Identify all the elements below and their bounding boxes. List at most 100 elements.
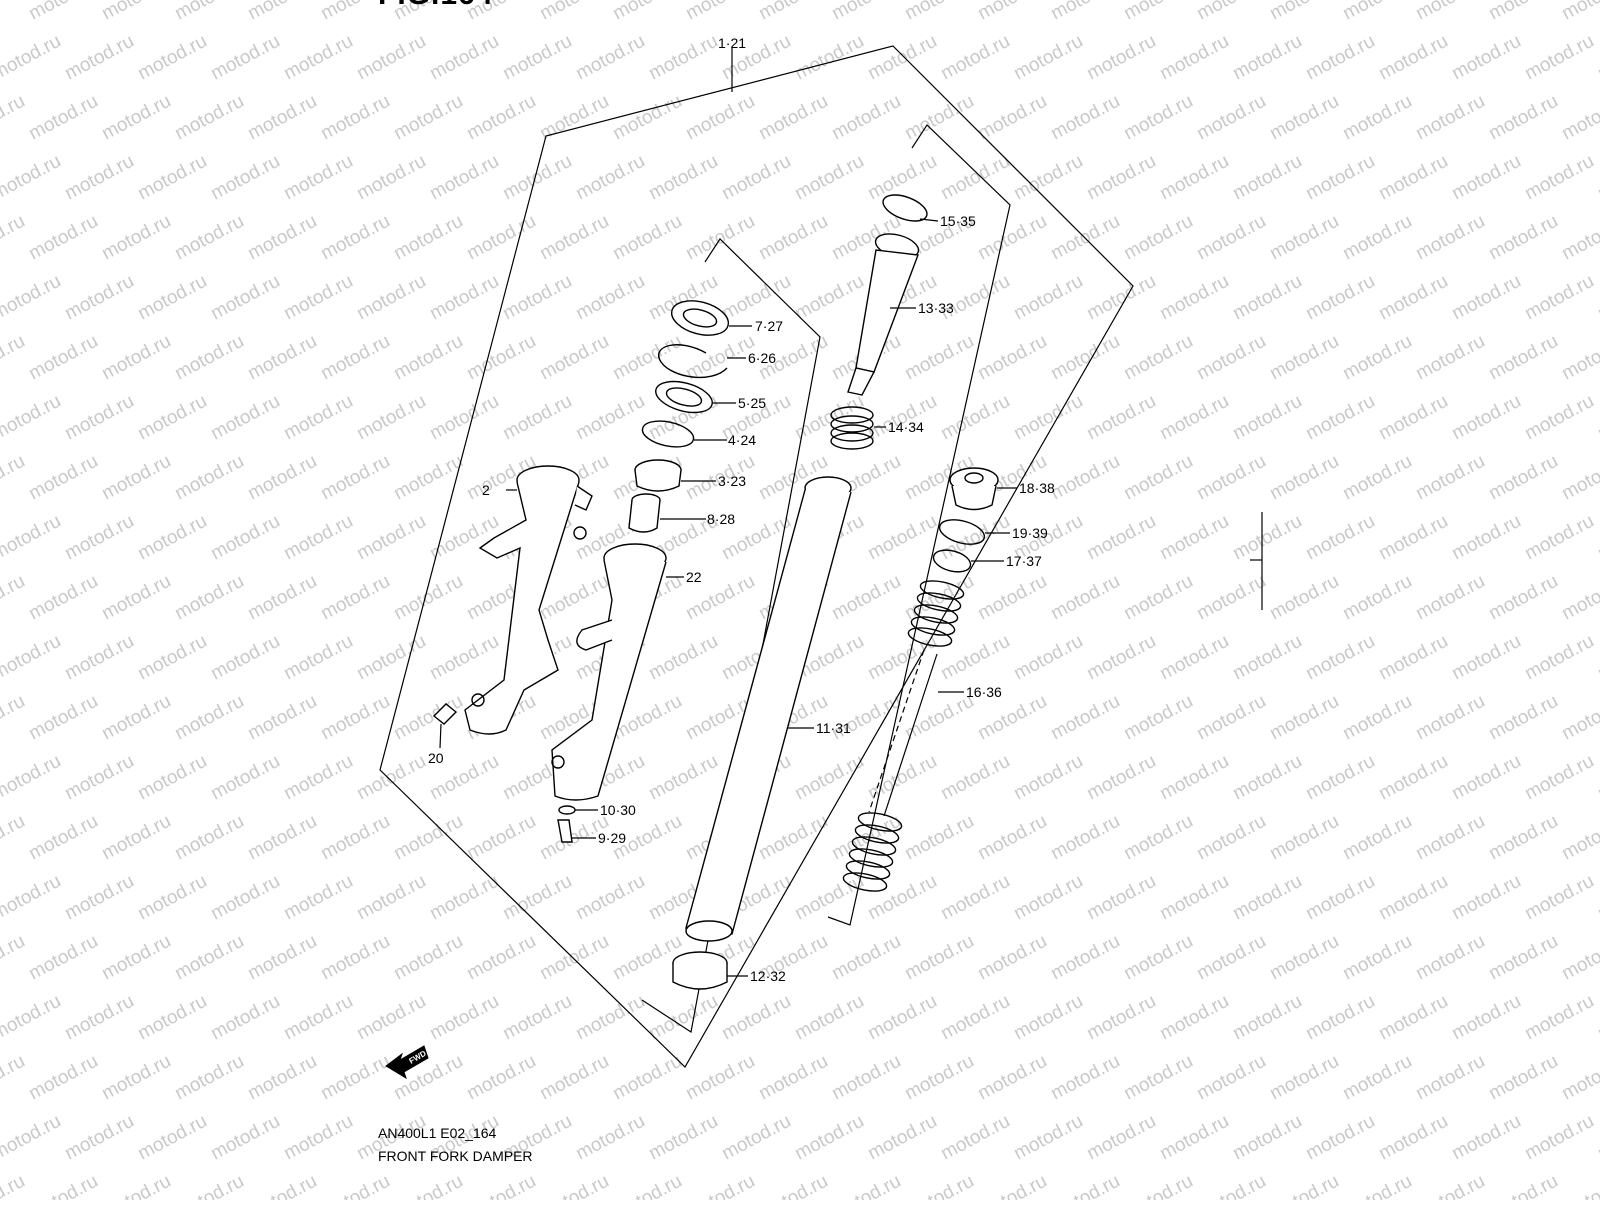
watermark-text: motod.ru — [901, 1171, 977, 1200]
callout-4: 4·24 — [728, 432, 756, 448]
watermark-text: motod.ru — [864, 1111, 940, 1165]
watermark-text: motod.ru — [645, 991, 721, 1045]
watermark-text: motod.ru — [61, 1111, 137, 1165]
watermark-text: motod.ru — [974, 0, 1050, 24]
watermark-text: motod.ru — [1521, 31, 1597, 85]
watermark-text: motod.ru — [1485, 1051, 1561, 1105]
watermark-text: motod.ru — [171, 0, 247, 24]
watermark-text: motod.ru — [1229, 151, 1305, 205]
watermark-text: motod.ru — [1521, 751, 1597, 805]
watermark-text: motod.ru — [134, 391, 210, 445]
watermark-text: motod.ru — [61, 511, 137, 565]
watermark-text: motod.ru — [718, 991, 794, 1045]
watermark-text: motod.ru — [682, 211, 758, 265]
watermark-text: motod.ru — [134, 1111, 210, 1165]
inner-tube-bottom — [685, 920, 733, 942]
watermark-text: motod.ru — [1010, 631, 1086, 685]
callout-9: 9·29 — [598, 830, 626, 846]
watermark-text: motod.ru — [1375, 631, 1451, 685]
watermark-text: motod.ru — [171, 931, 247, 985]
cap-bolt-thread — [951, 485, 997, 511]
callout-7: 7·27 — [755, 318, 783, 334]
dust-seal-7 — [670, 300, 730, 336]
watermark-text: motod.ru — [61, 991, 137, 1045]
watermark-text: motod.ru — [1083, 391, 1159, 445]
watermark-text: motod.ru — [463, 91, 539, 145]
watermark-text: motod.ru — [353, 511, 429, 565]
watermark-text: motod.ru — [1412, 1051, 1488, 1105]
watermark-text: motod.ru — [1229, 391, 1305, 445]
watermark-text: motod.ru — [536, 931, 612, 985]
watermark-text: motod.ru — [1339, 451, 1415, 505]
watermark-text: motod.ru — [463, 331, 539, 385]
watermark-text: motod.ru — [61, 271, 137, 325]
watermark-text: motod.ru — [1594, 271, 1600, 325]
watermark-text: motod.ru — [317, 1051, 393, 1105]
watermark-text: motod.ru — [1375, 991, 1451, 1045]
cap-bolt-hex — [964, 472, 984, 484]
leader-15 — [919, 218, 939, 222]
watermark-text: motod.ru — [828, 931, 904, 985]
watermark-text: motod.ru — [317, 91, 393, 145]
watermark-text: motod.ru — [1083, 751, 1159, 805]
watermark-text: motod.ru — [1594, 631, 1600, 685]
watermark-text: motod.ru — [1120, 571, 1196, 625]
watermark-text: motod.ru — [1375, 31, 1451, 85]
watermark-text: motod.ru — [207, 751, 283, 805]
watermark-text: motod.ru — [280, 631, 356, 685]
watermark-text: motod.ru — [280, 151, 356, 205]
watermark-text: motod.ru — [463, 811, 539, 865]
watermark-text: motod.ru — [1375, 151, 1451, 205]
watermark-text: motod.ru — [1594, 511, 1600, 565]
watermark-text: motod.ru — [390, 91, 466, 145]
callout-16: 16·36 — [966, 684, 1002, 700]
watermark-text: motod.ru — [0, 451, 29, 505]
watermark-text: motod.ru — [1412, 811, 1488, 865]
watermark-text: motod.ru — [353, 31, 429, 85]
watermark-text: motod.ru — [0, 91, 29, 145]
watermark-text: motod.ru — [536, 91, 612, 145]
watermark-text: motod.ru — [1412, 91, 1488, 145]
watermark-text: motod.ru — [1339, 811, 1415, 865]
watermark-text: motod.ru — [1448, 271, 1524, 325]
watermark-text: motod.ru — [1558, 451, 1600, 505]
dust-seal-7-inner — [682, 308, 718, 328]
watermark-text: motod.ru — [207, 991, 283, 1045]
watermark-text: motod.ru — [317, 931, 393, 985]
watermark-text: motod.ru — [499, 151, 575, 205]
watermark-text: motod.ru — [864, 991, 940, 1045]
watermark-text: motod.ru — [499, 991, 575, 1045]
watermark-text: motod.ru — [244, 451, 320, 505]
watermark-text: motod.ru — [1047, 691, 1123, 745]
watermark-text: motod.ru — [98, 811, 174, 865]
watermark-text: motod.ru — [98, 91, 174, 145]
watermark-text: motod.ru — [937, 391, 1013, 445]
watermark-text: motod.ru — [1047, 331, 1123, 385]
watermark-text: motod.ru — [791, 1111, 867, 1165]
watermark-text: motod.ru — [1193, 571, 1269, 625]
watermark-text: motod.ru — [1047, 0, 1123, 24]
watermark-text: motod.ru — [1047, 451, 1123, 505]
spring-center — [868, 649, 925, 813]
watermark-text: motod.ru — [755, 1171, 831, 1200]
watermark-text: motod.ru — [390, 931, 466, 985]
watermark-text: motod.ru — [244, 211, 320, 265]
oil-seal-5-inner — [665, 387, 703, 407]
watermark-text: motod.ru — [1047, 571, 1123, 625]
callout-13: 13·33 — [918, 300, 954, 316]
watermark-text: motod.ru — [755, 811, 831, 865]
watermark-text: motod.ru — [1521, 871, 1597, 925]
watermark-text: motod.ru — [499, 271, 575, 325]
watermark-text: motod.ru — [1339, 571, 1415, 625]
watermark-text: motod.ru — [98, 1051, 174, 1105]
watermark-text: motod.ru — [244, 331, 320, 385]
watermark-text: motod.ru — [207, 631, 283, 685]
watermark-text: motod.ru — [572, 151, 648, 205]
watermark-text: motod.ru — [1594, 871, 1600, 925]
watermark-text: motod.ru — [98, 0, 174, 24]
watermark-text: motod.ru — [426, 391, 502, 445]
watermark-text: motod.ru — [0, 631, 65, 685]
watermark-text: motod.ru — [536, 1051, 612, 1105]
watermark-text: motod.ru — [1083, 1111, 1159, 1165]
